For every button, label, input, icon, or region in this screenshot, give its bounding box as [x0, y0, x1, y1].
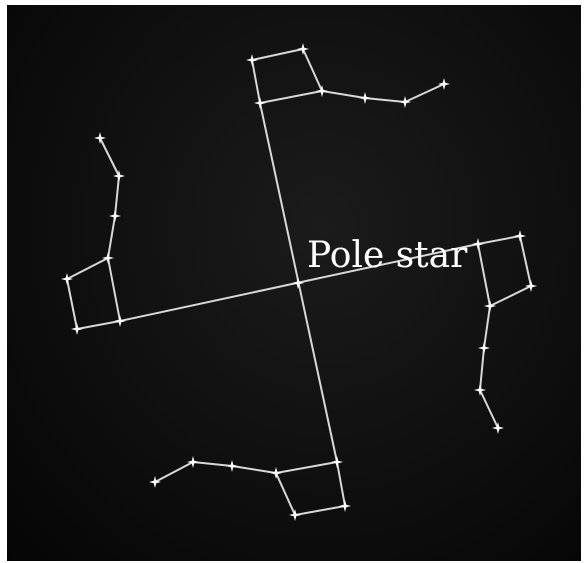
star-top-4-icon [359, 92, 371, 104]
constellation-line-left-4 [67, 279, 77, 329]
constellation-line-top-0 [252, 49, 303, 60]
night-sky-diagram: Pole star [7, 5, 581, 561]
star-left-6-icon [114, 315, 126, 327]
star-top-5-icon [399, 96, 411, 108]
constellation-line-bottom-5 [295, 506, 345, 515]
constellation-line-bottom-0 [155, 462, 193, 482]
star-top-6-icon [438, 78, 450, 90]
constellation-line-left-1 [115, 176, 119, 216]
star-left-4-icon [61, 273, 73, 285]
star-right-6-icon [492, 422, 504, 434]
star-right-4-icon [478, 342, 490, 354]
pole-star-label: Pole star [307, 235, 468, 276]
star-top-1-icon [297, 43, 309, 55]
constellation-line-bottom-2 [232, 466, 276, 473]
constellation-line-top-2 [260, 91, 322, 103]
constellation-rotation-diagram: Pole star [7, 5, 581, 561]
constellation-line-bottom-4 [337, 462, 345, 506]
star-right-2-icon [525, 280, 537, 292]
star-bottom-4-icon [331, 456, 343, 468]
constellation-line-left-3 [67, 258, 108, 279]
star-left-1-icon [113, 170, 125, 182]
star-top-0-icon [246, 54, 258, 66]
star-bottom-1-icon [187, 456, 199, 468]
pole-star-icon [292, 277, 304, 289]
star-bottom-2-icon [226, 460, 238, 472]
constellation-line-left-2 [108, 216, 115, 258]
star-bottom-5-icon [339, 500, 351, 512]
constellation-line-bottom-6 [276, 473, 295, 515]
constellation-line-right-3 [478, 244, 490, 306]
star-left-0-icon [94, 132, 106, 144]
star-top-3-icon [254, 97, 266, 109]
constellation-line-right-6 [480, 390, 498, 428]
star-bottom-0-icon [149, 476, 161, 488]
constellation-line-right-5 [480, 348, 484, 390]
constellation-line-top-3 [252, 60, 260, 103]
constellation-line-top-6 [405, 84, 444, 102]
star-left-2-icon [109, 210, 121, 222]
constellation-line-left-6 [108, 258, 120, 321]
constellation-line-right-2 [490, 286, 531, 306]
star-right-0-icon [472, 238, 484, 250]
constellation-line-bottom-1 [193, 462, 232, 466]
star-bottom-3-icon [270, 467, 282, 479]
star-left-5-icon [71, 323, 83, 335]
star-bottom-6-icon [289, 509, 301, 521]
star-right-1-icon [514, 230, 526, 242]
constellation-line-left-5 [77, 321, 120, 329]
constellation-line-top-5 [365, 98, 405, 102]
star-top-2-icon [316, 85, 328, 97]
constellation-line-right-1 [520, 236, 531, 286]
constellation-line-bottom-3 [276, 462, 337, 473]
constellation-line-top-1 [303, 49, 322, 91]
constellation-line-right-4 [484, 306, 490, 348]
constellation-line-right-0 [478, 236, 520, 244]
constellation-line-left-0 [100, 138, 119, 176]
stars [61, 43, 537, 521]
star-right-5-icon [474, 384, 486, 396]
constellation-line-top-4 [322, 91, 365, 98]
star-right-3-icon [484, 300, 496, 312]
star-left-3-icon [102, 252, 114, 264]
